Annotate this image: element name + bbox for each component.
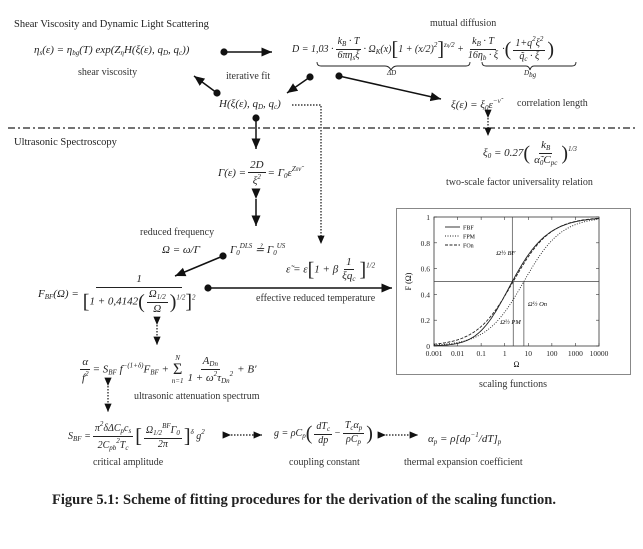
- correlation-length-equation: ξ(ε) = ξ0ε−ν̃: [451, 97, 501, 112]
- y-tick-label: 0.8: [421, 239, 431, 248]
- shear-viscosity-label: shear viscosity: [78, 67, 138, 78]
- h-function: H(ξ(ε), qD, qc): [219, 98, 281, 111]
- arrow-h-to-shear: [193, 75, 221, 97]
- series-f-pm: [433, 218, 600, 346]
- reduced-frequency-equation: Ω = ω/Γ: [162, 244, 200, 256]
- brace-dbg: [481, 61, 577, 71]
- reduced-frequency-label: reduced frequency: [140, 227, 215, 238]
- x-tick-label: 0.001: [426, 349, 443, 358]
- series-f-bf: [433, 218, 600, 347]
- annotation-label: Ω½ BF: [496, 250, 516, 257]
- thermal-expansion-label: thermal expansion coefficient: [404, 457, 523, 468]
- thermal-expansion-equation: αp = ρ[dρ−1/dT]p: [428, 431, 502, 446]
- y-tick-label: 0: [426, 342, 430, 351]
- x-tick-label: 1000: [568, 349, 583, 358]
- x-tick-label: 10000: [590, 349, 609, 358]
- coupling-constant-label: coupling constant: [289, 457, 360, 468]
- brace-label-dbg: Dbg: [524, 69, 537, 79]
- legend-label: FPM: [463, 235, 476, 241]
- y-tick-label: 0.2: [421, 316, 431, 325]
- shear-viscosity-equation: ηs(ε) = ηbg(T) exp(ZηH(ξ(ε), qD, qc)): [34, 44, 190, 57]
- legend-label: FBF: [463, 226, 474, 232]
- x-tick-label: 100: [546, 349, 558, 358]
- legend-label: FOn: [463, 244, 474, 250]
- figure-caption: Figure 5.1: Scheme of fitting procedures…: [52, 492, 556, 508]
- mutual-diffusion-label: mutual diffusion: [430, 18, 497, 29]
- critical-amplitude-label: critical amplitude: [93, 457, 164, 468]
- annotation-label: Ω½ On: [528, 301, 547, 308]
- chart-frame: [396, 208, 631, 375]
- arrow-deltad-to-xi: [335, 72, 442, 102]
- iterative-fit-label: iterative fit: [226, 71, 271, 82]
- correlation-length-label: correlation length: [517, 98, 588, 109]
- dotted-h-to-eps: [292, 104, 325, 244]
- annotation-label: Ω½ PM: [500, 319, 521, 326]
- section-title-ultrasonic: Ultrasonic Spectroscopy: [14, 137, 117, 148]
- arrow-gamma-to-fbf: [174, 252, 227, 277]
- y-axis-label: F (Ω): [404, 272, 413, 290]
- scaling-chart: 0.001 0.01 0.1 1 10 100 1000 10000 0 0.2 0.4 0.6 0.8…: [404, 213, 609, 369]
- x-axis-label: Ω: [514, 360, 520, 369]
- y-tick-label: 0.6: [421, 265, 431, 274]
- attenuation-label: ultrasonic attenuation spectrum: [134, 391, 260, 402]
- x-tick-label: 1: [503, 349, 507, 358]
- x-tick-label: 0.1: [476, 349, 486, 358]
- two-scale-label: two-scale factor universality relation: [446, 177, 593, 188]
- section-title-dls: Shear Viscosity and Dynamic Light Scatte…: [14, 19, 209, 30]
- arrow-diffusion-to-h: [286, 73, 314, 94]
- effective-temp-label: effective reduced temperature: [256, 293, 376, 304]
- x-tick-label: 0.01: [451, 349, 464, 358]
- gamma-equality: Γ0DLS ≟ Γ0US: [230, 242, 286, 257]
- x-tick-label: 10: [525, 349, 533, 358]
- series-f-on: [433, 217, 600, 345]
- chart-caption: scaling functions: [479, 379, 548, 390]
- y-tick-label: 1: [426, 213, 430, 222]
- brace-delta-d: [316, 61, 471, 72]
- y-tick-label: 0.4: [421, 290, 431, 299]
